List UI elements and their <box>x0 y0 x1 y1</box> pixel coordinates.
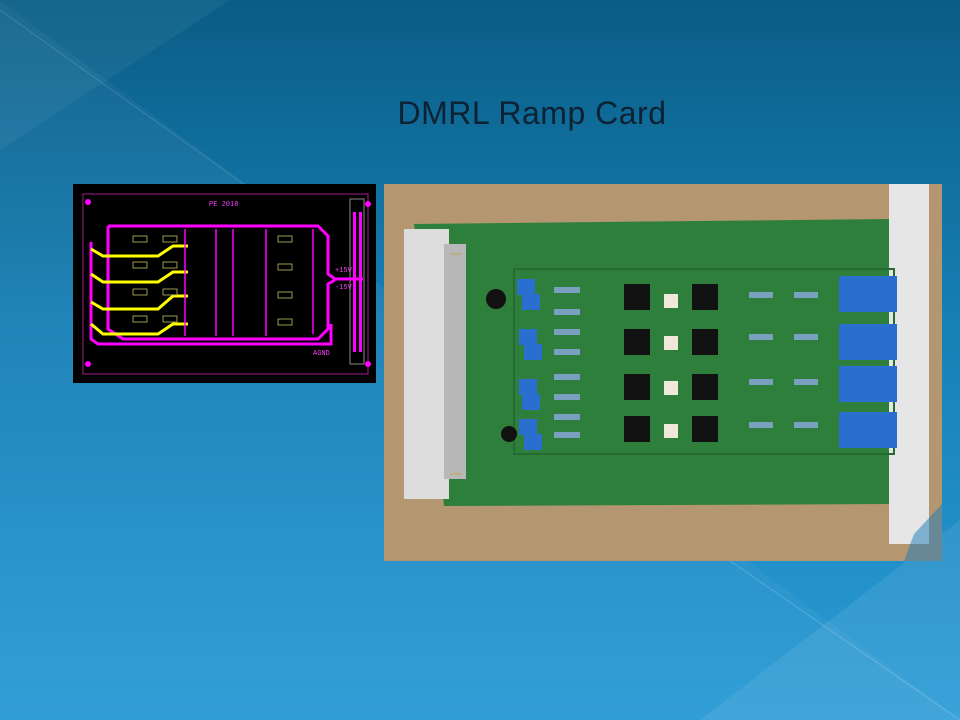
board-label: PE 2018 <box>209 201 239 209</box>
pcb-photo-drawing <box>384 184 942 561</box>
pcb-photo <box>384 184 942 561</box>
pcb-traces <box>82 193 371 375</box>
slide-title: DMRL Ramp Card <box>397 95 667 131</box>
minus15-label: -15V <box>335 284 352 292</box>
pcb-layout-image: PE 2018 AGND +15V -15V <box>73 184 376 383</box>
agnd-label: AGND <box>313 350 330 358</box>
plus15-label: +15V <box>335 267 352 275</box>
